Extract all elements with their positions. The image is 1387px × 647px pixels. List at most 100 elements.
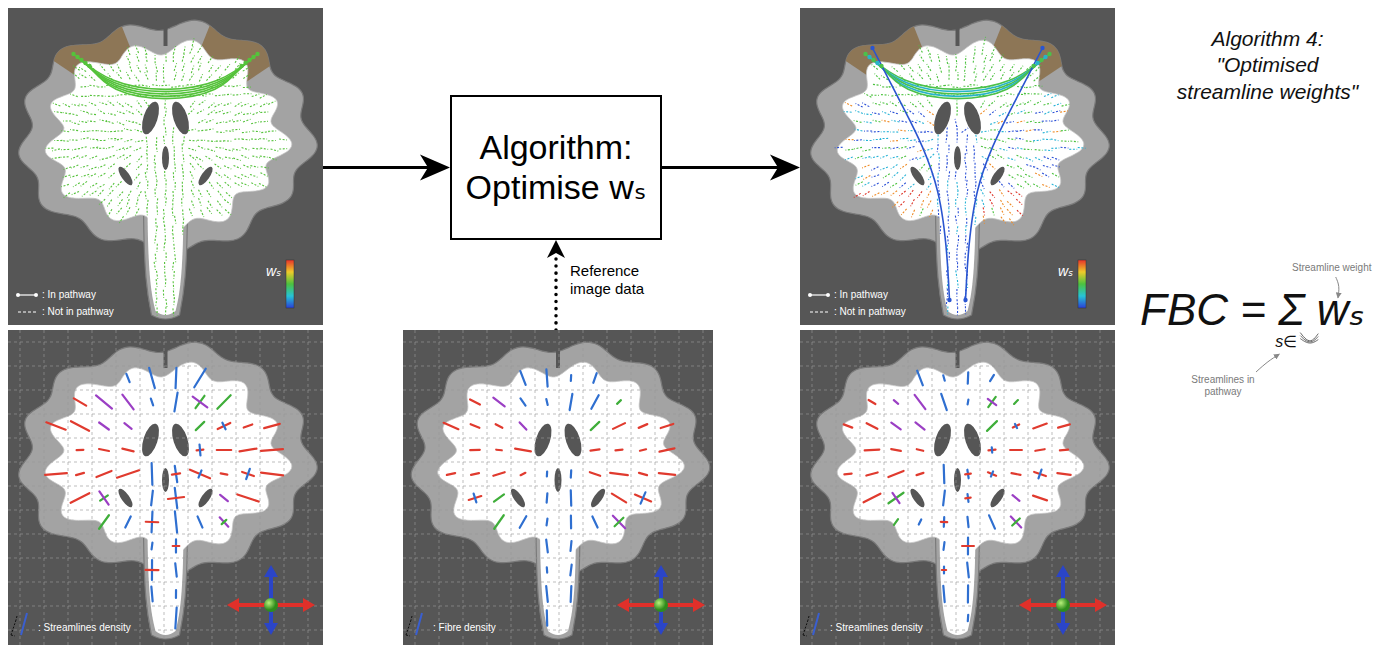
streamline-not-in-pathway (183, 154, 185, 162)
streamline-not-in-pathway (63, 120, 71, 121)
streamline-endpoint (239, 64, 243, 68)
streamline-not-in-pathway (109, 173, 115, 178)
streamline-not-in-pathway (269, 157, 277, 160)
voxel-grid-line (236, 330, 237, 645)
streamline-not-in-pathway (145, 54, 147, 62)
streamline-not-in-pathway (126, 207, 130, 214)
streamline-not-in-pathway (117, 65, 121, 72)
voxel-grid-line (8, 414, 323, 415)
fibre-element (570, 375, 573, 381)
streamline-not-in-pathway (61, 149, 69, 150)
streamline-not-in-pathway (133, 122, 140, 125)
streamline-not-in-pathway (251, 139, 259, 140)
streamline-not-in-pathway (243, 87, 251, 89)
streamline-not-in-pathway (989, 164, 995, 170)
streamline-not-in-pathway (189, 74, 193, 81)
streamline-not-in-pathway (163, 117, 164, 125)
streamline-not-in-pathway (156, 298, 157, 306)
streamline-not-in-pathway (189, 209, 192, 216)
streamline-not-in-pathway (99, 199, 105, 204)
streamline-not-in-pathway (253, 112, 260, 115)
streamline-not-in-pathway (871, 95, 879, 96)
axis-arrowhead (1056, 565, 1070, 577)
streamline-not-in-pathway (846, 139, 854, 140)
streamline-not-in-pathway (124, 129, 132, 131)
streamline-not-in-pathway (965, 225, 967, 233)
fibre-element (919, 519, 921, 524)
streamline-not-in-pathway (1070, 140, 1078, 142)
fibre-element (917, 371, 923, 386)
streamline-not-in-pathway (117, 148, 125, 151)
streamline-not-in-pathway (64, 167, 72, 170)
ventricle (116, 165, 135, 188)
streamline-not-in-pathway (893, 202, 899, 208)
streamline-not-in-pathway (890, 111, 898, 113)
fibre-element (546, 493, 549, 502)
streamline-not-in-pathway (81, 96, 89, 97)
fibre-element (168, 497, 184, 499)
streamline-not-in-pathway (900, 138, 908, 139)
streamline-not-in-pathway (983, 74, 987, 81)
streamline-not-in-pathway (279, 138, 287, 140)
fibre-element (641, 492, 646, 503)
streamline-not-in-pathway (174, 163, 176, 171)
streamline-not-in-pathway (1009, 218, 1013, 225)
streamline-not-in-pathway (965, 263, 966, 271)
fibre-element (591, 395, 598, 409)
streamline-not-in-pathway (97, 148, 105, 149)
streamline-not-in-pathway (98, 130, 106, 132)
legend-sample-dot (826, 293, 830, 297)
streamline-bundle-icon (1300, 336, 1318, 342)
streamline-not-in-pathway (174, 72, 176, 80)
streamline-not-in-pathway (900, 175, 906, 181)
streamline-not-in-pathway (217, 210, 223, 216)
fibre-element (151, 491, 153, 506)
streamline-not-in-pathway (115, 130, 123, 131)
streamline-not-in-pathway (1069, 149, 1077, 150)
streamline-not-in-pathway (920, 164, 925, 170)
streamline-not-in-pathway (235, 102, 242, 106)
fibre-element (175, 511, 177, 532)
streamline-bundle-icon (1300, 333, 1318, 341)
streamline-not-in-pathway (146, 137, 148, 145)
fibre-element (146, 569, 159, 571)
streamline-not-in-pathway (981, 189, 985, 196)
fibre-element (220, 517, 229, 526)
streamline-not-in-pathway (208, 201, 212, 208)
voxel-grid-line (1100, 330, 1101, 645)
fibre-element (99, 423, 109, 430)
streamline-not-in-pathway (873, 103, 881, 105)
voxel-grid-line (800, 342, 1115, 343)
ventricle (988, 165, 1007, 188)
streamline-not-in-pathway (938, 54, 940, 62)
fibre-element (591, 422, 600, 430)
voxel-grid-line (908, 330, 909, 645)
streamline-not-in-pathway (206, 75, 211, 81)
streamline-not-in-pathway (72, 148, 80, 150)
streamline-not-in-pathway (154, 155, 156, 163)
streamline-not-in-pathway (955, 199, 956, 207)
streamline-not-in-pathway (182, 171, 184, 179)
streamline-not-in-pathway (64, 193, 70, 198)
fibre-element (99, 449, 109, 451)
streamline-not-in-pathway (1026, 165, 1034, 167)
axis-arrowhead (227, 598, 239, 612)
longitudinal-fissure (556, 330, 560, 368)
streamline-not-in-pathway (117, 72, 122, 78)
streamline-not-in-pathway (232, 129, 240, 131)
streamline-not-in-pathway (191, 66, 194, 74)
streamline-not-in-pathway (217, 182, 223, 188)
streamline-not-in-pathway (956, 126, 957, 134)
streamline-not-in-pathway (1024, 149, 1032, 151)
streamline-not-in-pathway (72, 122, 80, 124)
streamline-not-in-pathway (956, 100, 957, 108)
streamline-not-in-pathway (108, 101, 114, 106)
streamline-not-in-pathway (174, 63, 176, 71)
streamline-not-in-pathway (182, 164, 183, 172)
streamline-not-in-pathway (234, 138, 242, 140)
streamline-not-in-pathway (1033, 184, 1040, 188)
brainstem-white-matter (940, 196, 976, 315)
streamline-not-in-pathway (199, 100, 206, 105)
streamline-not-in-pathway (890, 140, 898, 142)
streamline-not-in-pathway (163, 290, 164, 298)
